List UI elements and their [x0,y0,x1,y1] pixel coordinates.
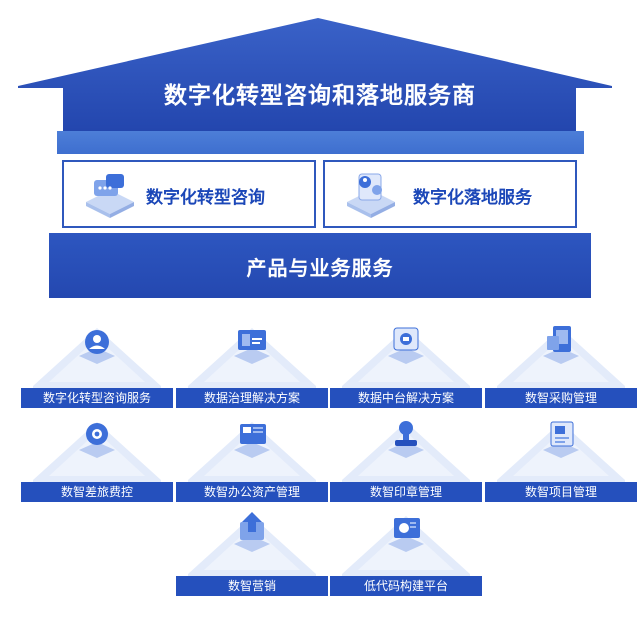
data-screen-icon [234,330,270,364]
consulting-chat-icon [86,174,134,218]
travel-expense-icon [79,423,115,458]
seal-icon [388,421,424,458]
tile-label: 数据治理解决方案 [176,388,328,408]
product-tile: 数智采购管理 [483,320,639,408]
tile-label: 数智采购管理 [485,388,637,408]
tile-label: 数字化转型咨询服务 [21,388,173,408]
tile-label: 数智办公资产管理 [176,482,328,502]
base-label: 产品与业务服务 [246,256,394,280]
tile-label: 数智差旅费控 [21,482,173,502]
tile-label: 数智项目管理 [485,482,637,502]
product-tile: 数智营销 [174,508,330,596]
tile-label: 数据中台解决方案 [330,388,482,408]
product-tile: 数智办公资产管理 [174,414,330,502]
user-circle-icon [79,330,115,364]
pillar-implementation: 数字化落地服务 [323,160,577,228]
office-asset-icon [234,424,270,458]
tile-label: 数智印章管理 [330,482,482,502]
base-band: 产品与业务服务 [49,233,591,298]
user-service-icon [347,173,395,218]
roof [18,18,612,131]
marketing-icon [234,512,270,552]
tile-label: 数智营销 [176,576,328,596]
product-tile: 数智印章管理 [328,414,484,502]
product-tile: 数智差旅费控 [19,414,175,502]
tile-label: 低代码构建平台 [330,576,482,596]
product-tile: 低代码构建平台 [328,508,484,596]
project-icon [543,421,579,458]
low-code-icon [388,518,424,552]
product-tile: 数据中台解决方案 [328,320,484,408]
pillar-consulting: 数字化转型咨询 [62,160,316,228]
ceiling-band [57,131,584,154]
pillar-label: 数字化落地服务 [413,188,532,208]
procurement-icon [543,326,579,364]
data-platform-icon [388,327,424,364]
product-tile: 数字化转型咨询服务 [19,320,175,408]
product-tile: 数智项目管理 [483,414,639,502]
pillar-label: 数字化转型咨询 [146,188,265,208]
roof-title: 数字化转型咨询和落地服务商 [164,83,476,109]
product-tile: 数据治理解决方案 [174,320,330,408]
